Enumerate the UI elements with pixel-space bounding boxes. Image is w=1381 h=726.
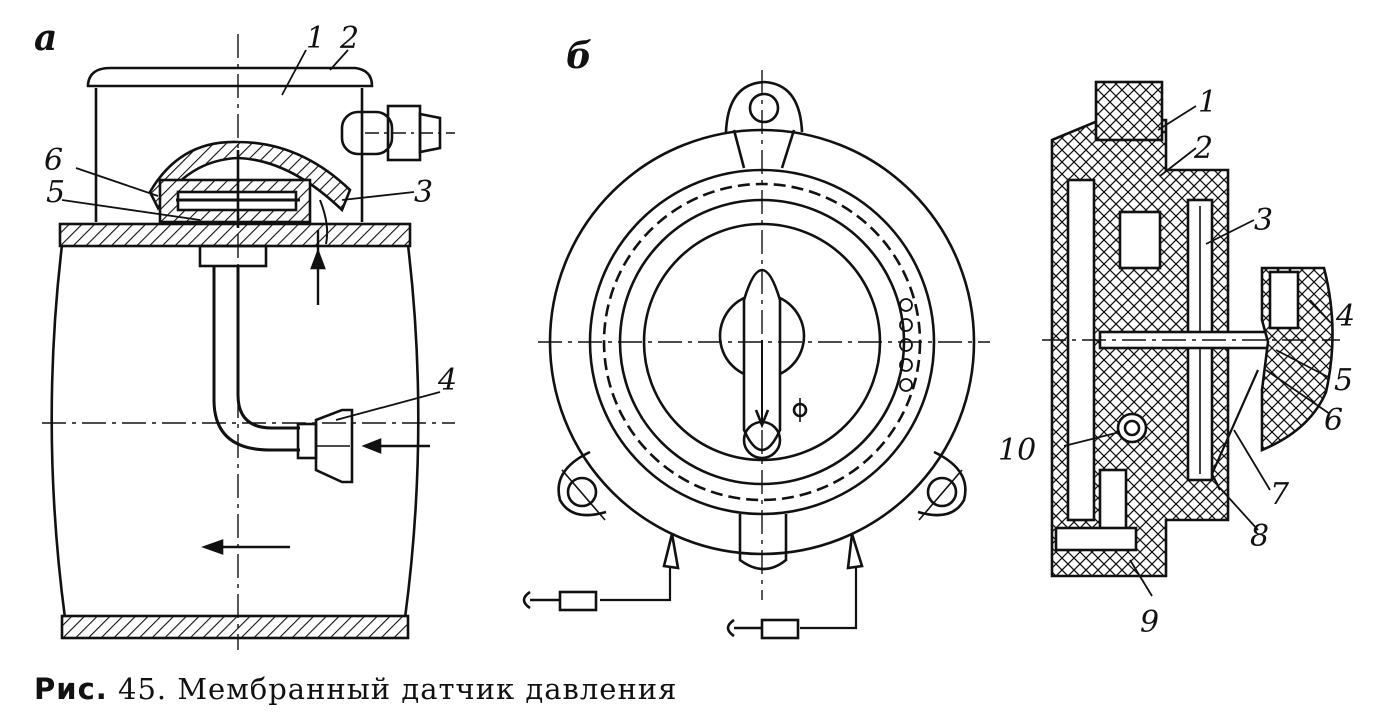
label-a-4: 4 xyxy=(437,363,457,398)
label-a-3: 3 xyxy=(414,175,433,210)
label-c-1: 1 xyxy=(1198,85,1217,120)
fitting-4 xyxy=(314,408,354,484)
label-c-8: 8 xyxy=(1250,519,1269,554)
top-boss-1 xyxy=(1094,80,1164,142)
panel-c-labels: 1 2 3 4 5 6 7 8 9 10 xyxy=(998,85,1355,640)
label-a-6: 6 xyxy=(44,143,63,178)
panel-a-labels: а 1 2 3 4 5 6 xyxy=(34,17,457,398)
label-a-2: 2 xyxy=(339,21,359,56)
panel-a-letter: а xyxy=(34,17,57,59)
label-c-2: 2 xyxy=(1193,131,1213,166)
terminal-left xyxy=(662,533,680,570)
figure-caption: Рис. 45. Мембранный датчик давления xyxy=(34,672,677,706)
mounting-ear-right xyxy=(917,450,967,517)
panel-c-cross-section xyxy=(1042,80,1340,597)
label-c-7: 7 xyxy=(1270,477,1290,512)
panel-b-front-view xyxy=(522,70,990,640)
label-a-5: 5 xyxy=(46,175,65,210)
pipe-bottom-wall xyxy=(60,614,410,640)
label-c-4: 4 xyxy=(1335,299,1355,334)
pipe-top-wall xyxy=(58,222,412,248)
label-c-9: 9 xyxy=(1140,605,1159,640)
label-c-3: 3 xyxy=(1254,203,1273,238)
caption-prefix: Рис. xyxy=(34,672,108,706)
mounting-ear-top xyxy=(724,80,804,133)
dome xyxy=(148,140,352,213)
nut xyxy=(198,244,268,268)
screw-10 xyxy=(1116,412,1148,444)
label-c-6: 6 xyxy=(1324,403,1343,438)
label-c-5: 5 xyxy=(1334,363,1353,398)
caption-number: 45. xyxy=(118,672,168,706)
label-c-10: 10 xyxy=(998,433,1036,468)
pipe-wall xyxy=(50,244,67,619)
pipe-wall-right xyxy=(403,244,420,619)
panel-a-side-section xyxy=(42,34,455,650)
pressure-sensor-figure: а 1 2 3 4 5 6 xyxy=(34,17,1355,650)
panel-b-letter: б xyxy=(566,35,592,77)
cover-2 xyxy=(86,66,374,88)
label-a-1: 1 xyxy=(306,21,325,56)
mounting-ear-left xyxy=(557,450,607,517)
terminal-right xyxy=(846,533,864,570)
caption-title: Мембранный датчик давления xyxy=(177,672,678,706)
